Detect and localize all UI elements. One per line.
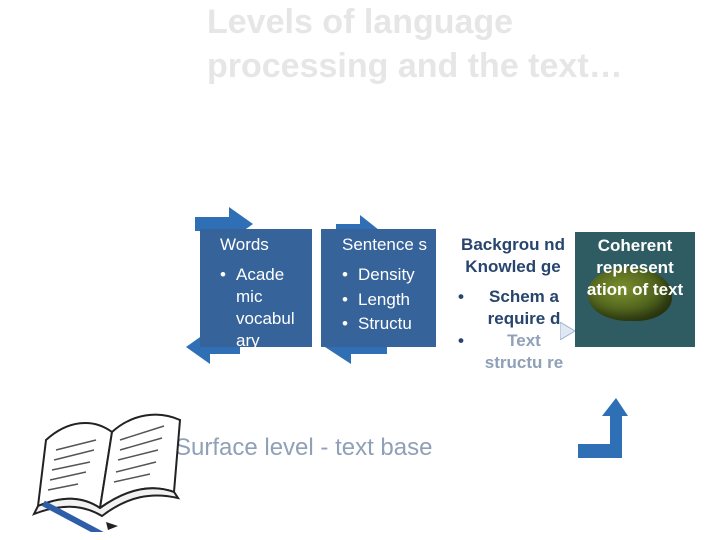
background-list: Schem a require d Text structu re xyxy=(458,286,568,374)
surface-level-label: Surface level - text base xyxy=(175,434,432,462)
open-book-icon xyxy=(28,380,193,532)
background-heading: Backgrou nd Knowled ge xyxy=(458,234,568,278)
sentences-heading: Sentence s xyxy=(342,234,436,256)
coherent-text: Coherent represent ation of text xyxy=(580,235,690,301)
page-title: Levels of language processing and the te… xyxy=(207,0,707,88)
up-arrow-icon xyxy=(578,398,628,458)
words-box: Words Acade mic vocabul ary xyxy=(200,229,312,347)
list-item: Acade mic vocabul ary xyxy=(220,264,312,347)
list-item: Length xyxy=(342,289,436,311)
title-line-1: Levels of language xyxy=(207,0,707,44)
list-item: Density xyxy=(342,264,436,286)
list-item: Text structu re xyxy=(458,330,568,374)
right-arrow-icon xyxy=(560,322,576,340)
list-item: Structu xyxy=(342,313,436,335)
list-item: Schem a require d xyxy=(458,286,568,330)
sentences-list: Density Length Structu xyxy=(342,264,436,336)
sentences-box: Sentence s Density Length Structu xyxy=(321,229,436,347)
words-list: Acade mic vocabul ary xyxy=(220,264,312,347)
words-heading: Words xyxy=(220,234,312,256)
title-line-2: processing and the text… xyxy=(207,44,707,88)
background-knowledge-block: Backgrou nd Knowled ge Schem a require d… xyxy=(458,234,568,374)
